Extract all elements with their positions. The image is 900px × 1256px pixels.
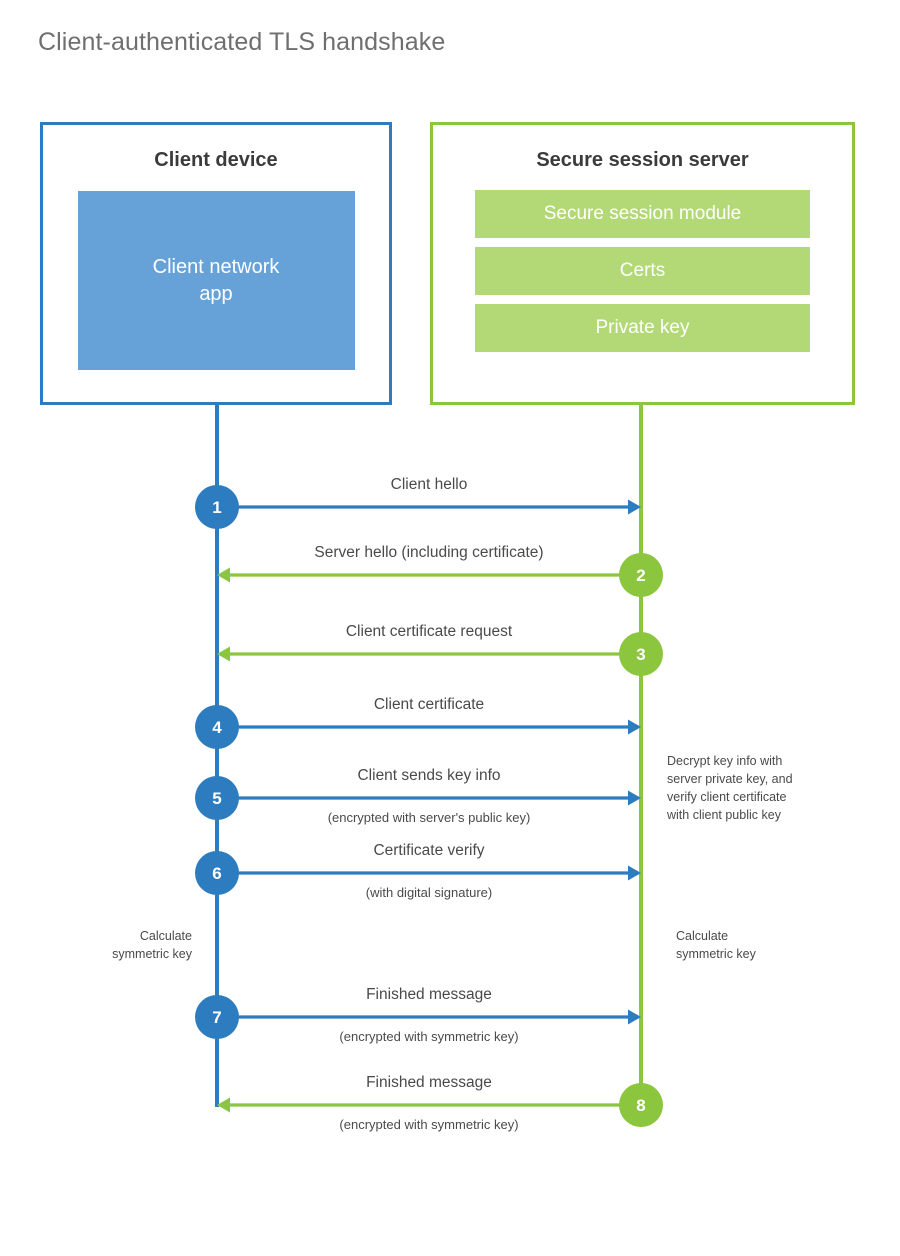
secure-session-server-title: Secure session server: [536, 149, 749, 171]
step-badge-7: [195, 995, 239, 1039]
step-badge-2: [619, 553, 663, 597]
step-sublabel-6: (with digital signature): [366, 885, 492, 900]
step-number-3: 3: [636, 645, 645, 664]
step-number-2: 2: [636, 566, 645, 585]
sequence-step-1: 1 Client hello: [195, 476, 641, 529]
step-badge-1: [195, 485, 239, 529]
sequence-step-7: 7 Finished message (encrypted with symmetr…: [195, 986, 641, 1044]
step-badge-6: [195, 851, 239, 895]
step-label-5: Client sends key info: [357, 767, 500, 784]
step-badge-5: [195, 776, 239, 820]
server-component-2: Certs: [475, 247, 810, 295]
step-sublabel-7: (encrypted with symmetric key): [339, 1029, 518, 1044]
step-number-8: 8: [636, 1096, 645, 1115]
arrow-head: [628, 1009, 641, 1025]
arrow-head: [217, 567, 230, 583]
sequence-step-4: 4 Client certificate: [195, 696, 641, 749]
step-label-1: Client hello: [391, 476, 468, 493]
step-number-5: 5: [212, 789, 221, 808]
step-label-2: Server hello (including certificate): [314, 544, 543, 561]
actor-box-secure-session-server: Secure session server Secure session mod…: [430, 122, 855, 405]
step-label-4: Client certificate: [374, 696, 484, 713]
step-number-1: 1: [212, 498, 221, 517]
sequence-step-8: 8 Finished message (encrypted with symmetr…: [217, 1074, 663, 1132]
sequence-step-2: 2 Server hello (including certificate): [217, 544, 663, 597]
step-number-7: 7: [212, 1008, 221, 1027]
step-badge-8: [619, 1083, 663, 1127]
step-sublabel-5: (encrypted with server's public key): [328, 810, 531, 825]
step-sublabel-8: (encrypted with symmetric key): [339, 1117, 518, 1132]
page-title: Client-authenticated TLS handshake: [38, 28, 446, 56]
sequence-step-6: 6 Certificate verify (with digital signatu…: [195, 842, 641, 900]
arrow-head: [628, 719, 641, 735]
arrow-head: [628, 499, 641, 515]
step-label-6: Certificate verify: [373, 842, 484, 859]
step-label-8: Finished message: [366, 1074, 492, 1091]
sequence-step-3: 3 Client certificate request: [217, 623, 663, 676]
server-component-3: Private key: [475, 304, 810, 352]
step-badge-3: [619, 632, 663, 676]
arrow-head: [217, 646, 230, 662]
step-number-4: 4: [212, 718, 222, 737]
arrow-head: [628, 865, 641, 881]
arrow-head: [217, 1097, 230, 1113]
client-device-title: Client device: [154, 149, 278, 171]
step-label-3: Client certificate request: [346, 623, 513, 640]
step-number-6: 6: [212, 864, 221, 883]
step-badge-4: [195, 705, 239, 749]
step-label-7: Finished message: [366, 986, 492, 1003]
sequence-step-5: 5 Client sends key info (encrypted with se…: [195, 767, 641, 825]
arrow-head: [628, 790, 641, 806]
server-component-1: Secure session module: [475, 190, 810, 238]
